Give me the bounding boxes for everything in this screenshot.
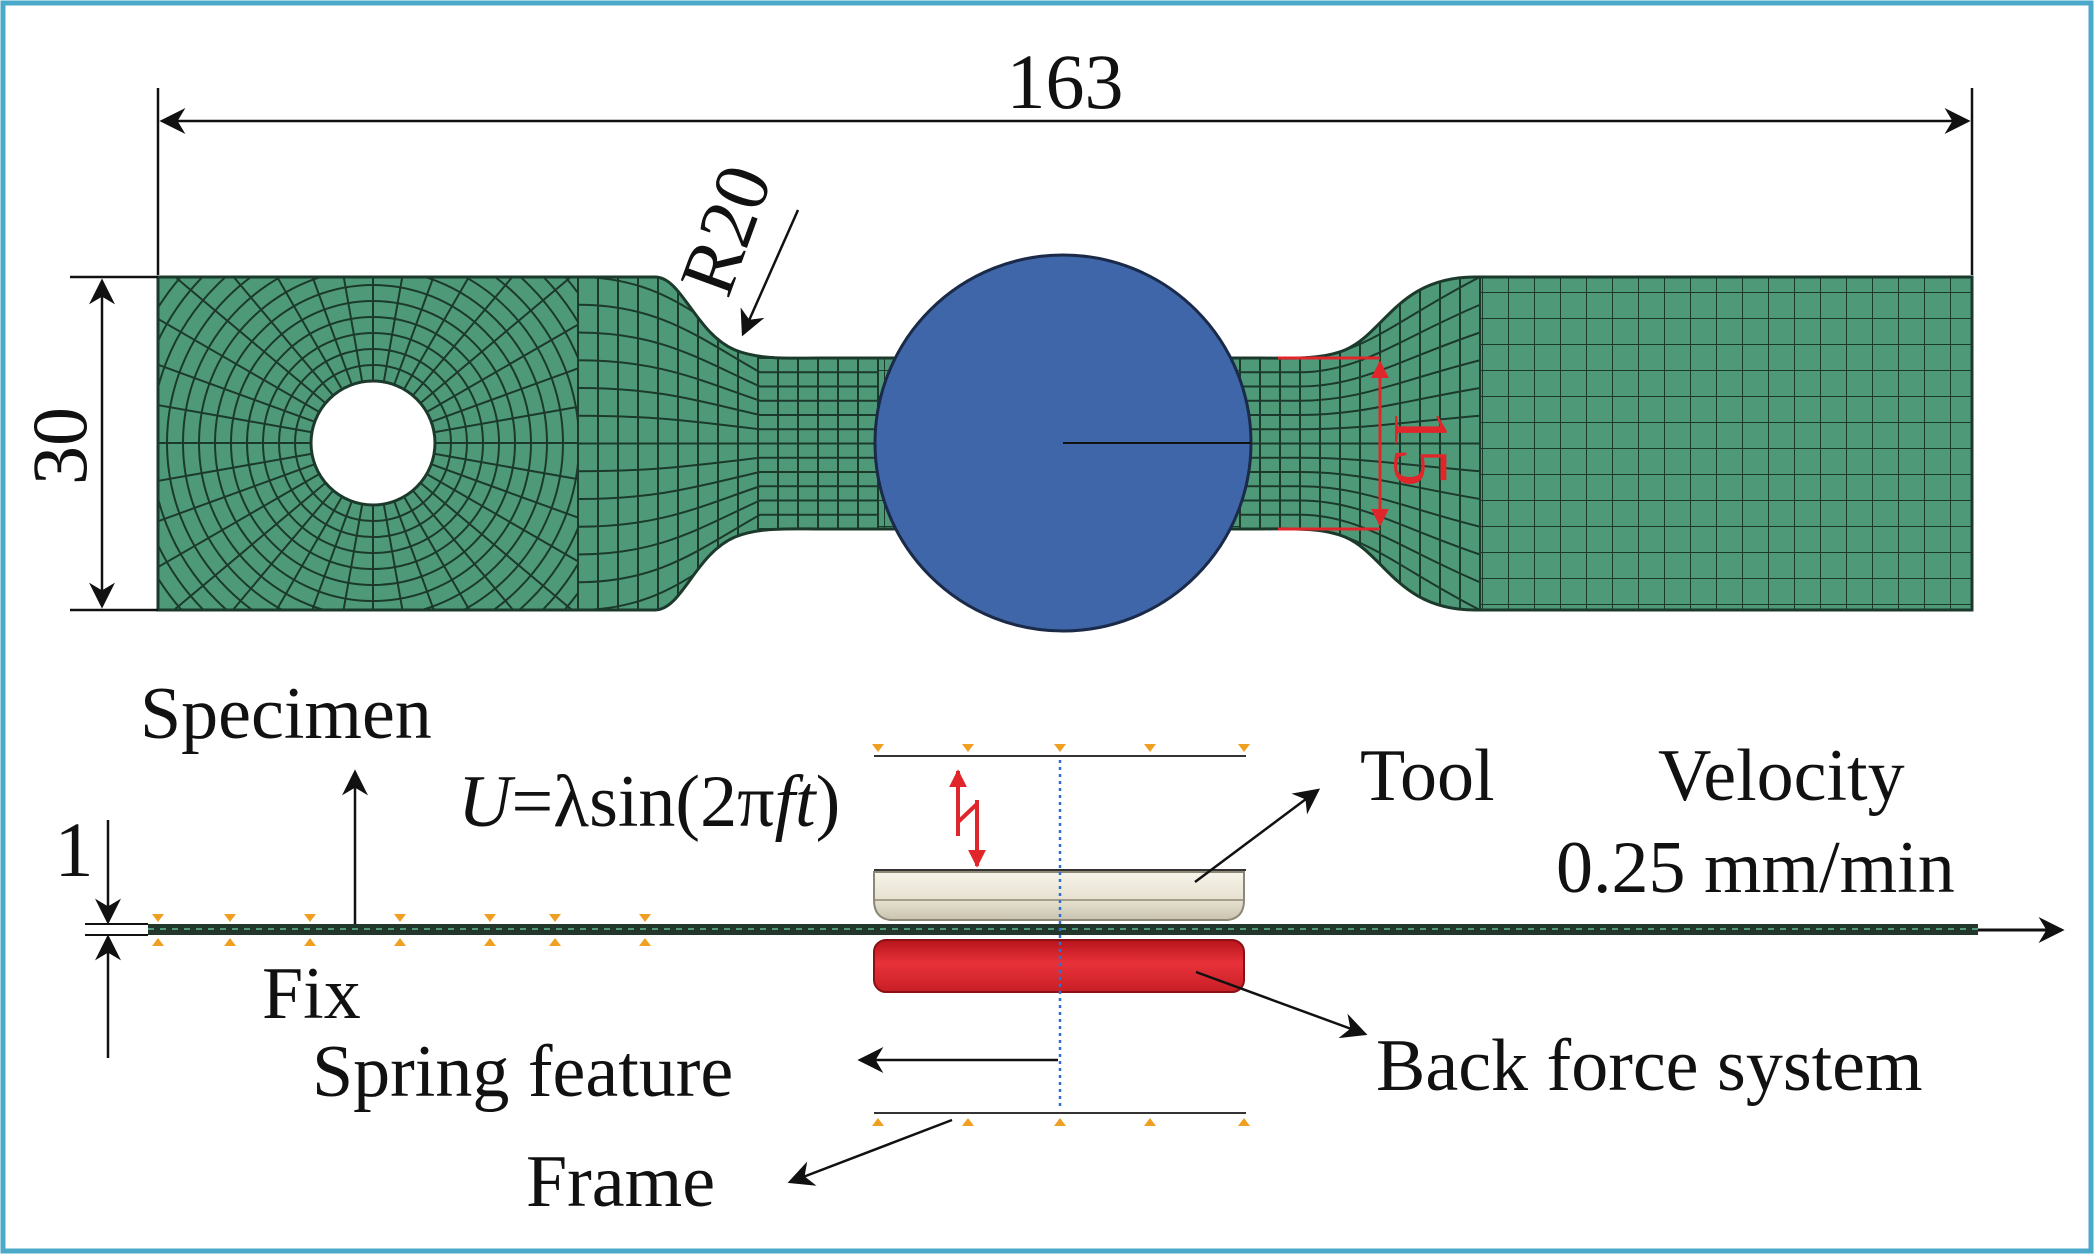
fix-support-top: [639, 914, 651, 922]
fix-support-bottom: [224, 938, 236, 946]
fix-support-bottom: [394, 938, 406, 946]
frame-support-top: [1054, 744, 1066, 752]
radial-mesh-spoke: [212, 496, 343, 610]
radial-mesh-spoke: [393, 277, 484, 386]
frame-support-top: [962, 744, 974, 752]
left-neck-line: [577, 456, 878, 473]
left-neck-line: [577, 471, 878, 500]
left-neck-line: [577, 359, 878, 402]
frame-support-bottom: [872, 1118, 884, 1126]
radial-mesh-spoke: [166, 277, 334, 397]
left-neck-line: [577, 499, 878, 556]
radius-leader: [740, 209, 800, 337]
support-markers: [152, 744, 1250, 1126]
radial-mesh-spoke: [316, 503, 364, 610]
specimen-label: Specimen: [140, 673, 432, 755]
thickness-dimension: 1: [55, 806, 148, 1058]
fix-support-top: [549, 914, 561, 922]
specimen-outline: [156, 275, 1974, 612]
specimen-top-view: 15: [156, 253, 1974, 633]
radial-mesh-spoke: [419, 482, 619, 610]
thickness-label: 1: [55, 806, 94, 893]
radial-mesh-spoke: [262, 500, 353, 610]
fix-support-bottom: [549, 938, 561, 946]
radial-mesh-spoke: [393, 500, 484, 610]
width-dimension: 30: [16, 275, 158, 612]
fix-support-top: [224, 914, 236, 922]
fix-support-bottom: [484, 938, 496, 946]
tool-label: Tool: [1360, 735, 1495, 817]
fix-support-bottom: [639, 938, 651, 946]
fix-support-bottom: [304, 938, 316, 946]
radial-mesh-spoke: [316, 277, 364, 383]
back-force-label: Back force system: [1376, 1025, 1923, 1107]
radial-mesh-spoke: [158, 482, 327, 610]
back-force-leader: [1195, 970, 1368, 1039]
fix-support-bottom: [152, 938, 164, 946]
spring-feature-label: Spring feature: [312, 1031, 733, 1113]
radial-mesh-spoke: [412, 489, 580, 610]
radius-label: R20: [662, 154, 788, 306]
radial-mesh-spoke: [262, 277, 353, 386]
frame-support-bottom: [1144, 1118, 1156, 1126]
specimen-hole: [309, 379, 437, 507]
left-neck-line: [577, 303, 878, 374]
frame-support-bottom: [962, 1118, 974, 1126]
oscillation-link: [956, 802, 979, 824]
frame-support-bottom: [1054, 1118, 1066, 1126]
radial-mesh-spoke: [166, 489, 334, 610]
eq-ft: ft: [774, 761, 818, 843]
eq-mid: =λsin(2π: [511, 761, 774, 843]
radial-mesh-spoke: [158, 332, 316, 423]
frame-support-bottom: [1238, 1118, 1250, 1126]
radial-mesh-spoke: [158, 386, 313, 434]
right-neck-line: [1240, 513, 1481, 584]
gauge-label: 15: [1378, 409, 1465, 487]
length-dimension: 163: [156, 38, 1974, 275]
eq-u: U: [458, 761, 516, 843]
frame-label: Frame: [526, 1141, 715, 1223]
right-neck-line: [1240, 303, 1481, 374]
radial-mesh-spoke: [158, 463, 316, 554]
left-neck-line: [577, 331, 878, 388]
fix-support-top: [304, 914, 316, 922]
fix-support-top: [394, 914, 406, 922]
left-neck-line: [577, 513, 878, 584]
radial-mesh-spoke: [419, 277, 619, 404]
radial-mesh-spoke: [158, 473, 320, 604]
radial-mesh-spoke: [158, 277, 327, 404]
radial-mesh-spoke: [403, 496, 534, 610]
oscillation-arrows: [949, 769, 986, 868]
frame-support-top: [1238, 744, 1250, 752]
velocity-value-label: 0.25 mm/min: [1556, 827, 1955, 909]
side-view: 1 Specimen Fix Spring feature Frame Tool…: [55, 673, 2065, 1223]
radial-mesh-spoke: [158, 282, 320, 413]
fix-support-top: [152, 914, 164, 922]
radial-mesh-spoke: [382, 503, 430, 610]
width-label: 30: [16, 407, 103, 485]
radial-mesh-spoke: [412, 277, 580, 397]
radial-mesh: [158, 277, 693, 610]
fix-label: Fix: [262, 953, 361, 1035]
tool-leader: [1194, 788, 1321, 884]
radial-mesh-spoke: [158, 452, 313, 500]
velocity-label: Velocity: [1658, 735, 1905, 817]
eq-close: ): [816, 761, 841, 843]
left-neck-line: [577, 485, 878, 528]
left-neck-line: [577, 387, 878, 416]
frame-leader: [787, 1118, 953, 1186]
length-label: 163: [1007, 38, 1124, 125]
left-neck-line: [577, 414, 878, 431]
fix-support-top: [484, 914, 496, 922]
radial-mesh-spoke: [382, 277, 430, 383]
frame-support-top: [872, 744, 884, 752]
frame-support-top: [1144, 744, 1156, 752]
displacement-equation: U=λsin(2πft): [458, 761, 840, 843]
